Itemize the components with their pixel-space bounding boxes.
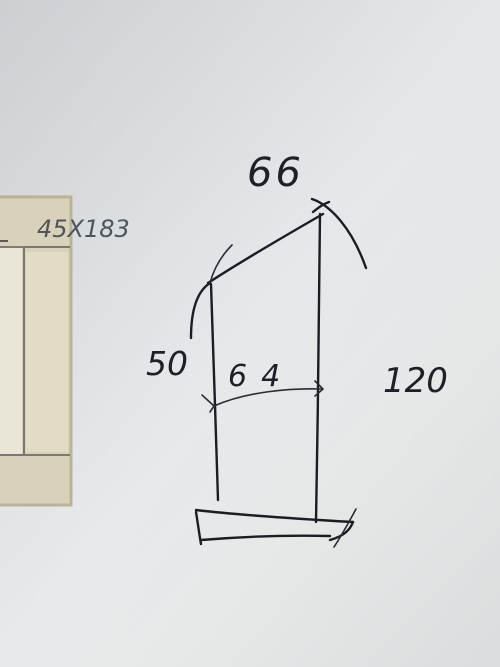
- label-printed-size: 45X183: [37, 215, 130, 243]
- label-right-height: 120: [383, 361, 448, 401]
- label-left-height: 50: [146, 344, 188, 383]
- hand-drawn-sketch: [189, 197, 368, 548]
- label-top-width: 66: [247, 150, 304, 196]
- printed-frame-graphic: [0, 195, 73, 507]
- label-inner-width: 64: [228, 359, 294, 394]
